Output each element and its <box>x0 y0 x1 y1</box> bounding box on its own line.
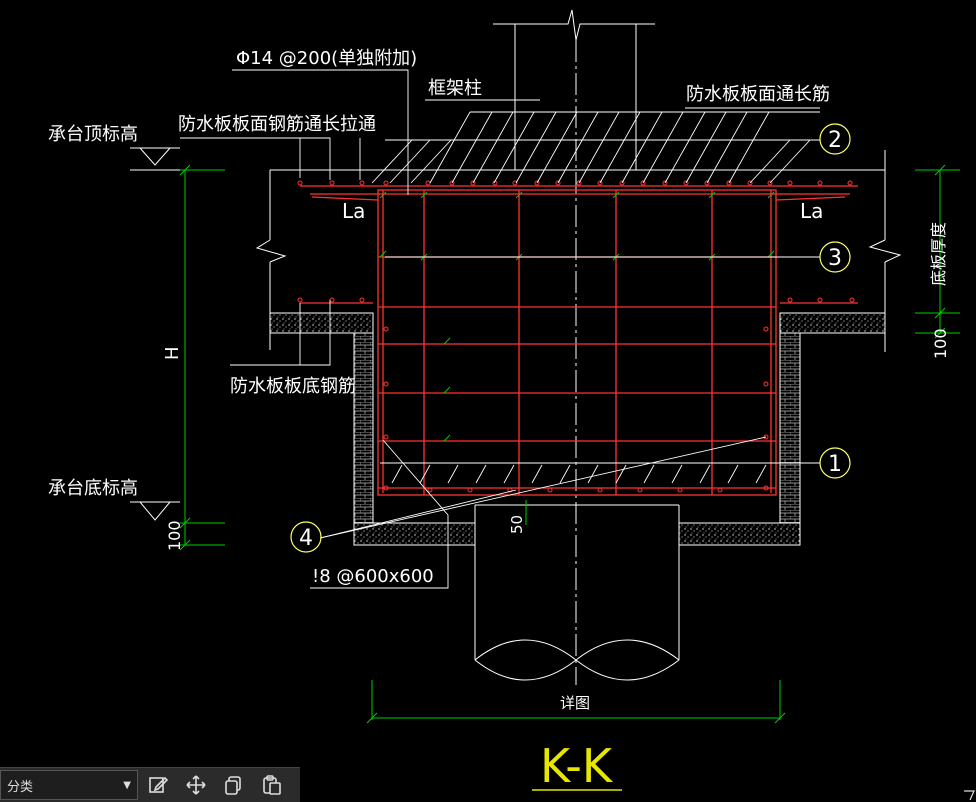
label-slab-bottom-rebar: 防水板板底钢筋 <box>230 376 356 397</box>
label-slab-top-long: 防水板板面通长筋 <box>686 84 830 105</box>
pile <box>474 504 680 681</box>
paste-button[interactable] <box>254 770 290 800</box>
rebar-cage <box>300 185 858 496</box>
chevron-down-icon: ▼ <box>123 779 131 791</box>
paste-icon <box>263 775 281 795</box>
edit-icon <box>149 776 169 793</box>
label-dim-100-right: 100 <box>931 328 950 359</box>
brick-wall-left <box>353 332 374 524</box>
label-spacing: !8 @600x600 <box>312 566 434 587</box>
corner-mark-icon <box>964 790 975 801</box>
svg-text:2: 2 <box>828 128 842 153</box>
leaders <box>180 69 820 589</box>
drawing-title: K-K <box>540 739 614 793</box>
hatch-top <box>371 111 820 184</box>
rebar-ticks <box>379 191 775 442</box>
hatch-bottom <box>380 462 780 484</box>
elevation-bottom-marker <box>130 501 180 521</box>
label-detail: 详图 <box>560 694 590 712</box>
label-frame-column: 框架柱 <box>428 78 482 99</box>
label-slab-top-pull: 防水板板面钢筋通长拉通 <box>178 114 376 135</box>
elevation-top-marker <box>130 147 225 171</box>
label-la-left: La <box>342 199 365 223</box>
label-dim-100-left: 100 <box>165 520 184 551</box>
svg-text:1: 1 <box>828 452 842 477</box>
bottom-toolbar: 分类 ▼ <box>0 767 300 802</box>
cap-cushion-right <box>678 522 801 546</box>
slab-cushion-left <box>269 312 374 334</box>
label-cap-bottom-elev: 承台底标高 <box>48 478 138 499</box>
callout-4: 4 <box>290 521 322 553</box>
label-slab-thickness: 底板厚度 <box>929 222 948 286</box>
label-dim-h: H <box>162 346 183 360</box>
frame-column <box>493 9 655 170</box>
copy-icon <box>225 776 241 795</box>
move-icon <box>186 775 206 795</box>
label-dim-50: 50 <box>508 515 526 534</box>
category-dropdown[interactable]: 分类 ▼ <box>0 770 138 800</box>
callout-1: 1 <box>819 447 851 479</box>
label-rebar-top-add: Φ14 @200(单独附加) <box>236 48 417 69</box>
move-button[interactable] <box>178 770 214 800</box>
callout-3: 3 <box>819 241 851 273</box>
category-dropdown-value: 分类 <box>7 779 34 795</box>
dimensions <box>179 164 960 724</box>
svg-text:4: 4 <box>299 526 313 551</box>
slab-cushion-right <box>779 312 886 334</box>
label-la-right: La <box>800 199 823 223</box>
edit-button[interactable] <box>140 770 176 800</box>
brick-wall-right <box>779 332 801 524</box>
svg-text:3: 3 <box>828 246 842 271</box>
callout-2: 2 <box>819 123 851 155</box>
label-cap-top-elev: 承台顶标高 <box>48 124 138 145</box>
copy-button[interactable] <box>216 770 252 800</box>
